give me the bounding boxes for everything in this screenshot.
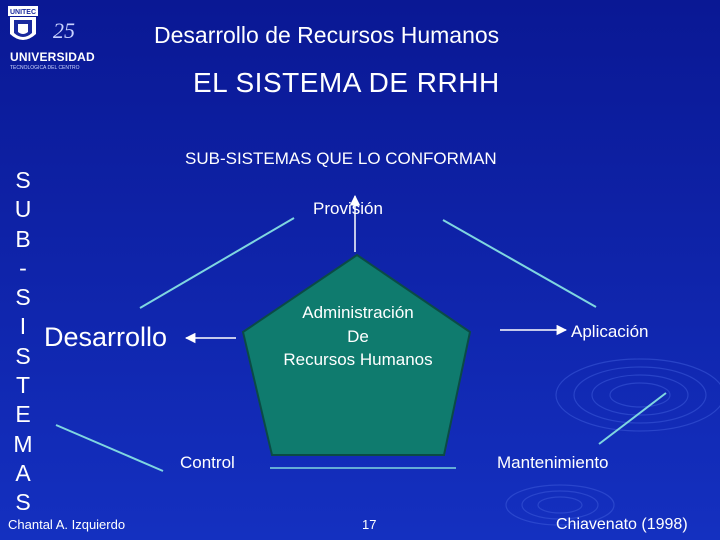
center-label-line2: De	[347, 327, 369, 346]
center-label-line3: Recursos Humanos	[283, 350, 433, 369]
connector-provision-aplicacion	[442, 219, 597, 308]
node-control: Control	[180, 453, 235, 472]
side-letter: M	[13, 430, 33, 457]
side-letter: U	[14, 196, 32, 223]
logo-text: UNIVERSIDAD	[10, 50, 95, 64]
footer-citation: Chiavenato (1998)	[556, 516, 688, 533]
side-letter: -	[19, 254, 27, 281]
footer-author: Chantal A. Izquierdo	[8, 517, 126, 532]
university-logo: UNITEC 25 UNIVERSIDAD TECNOLOGICA DEL CE…	[4, 4, 100, 72]
connector-desarrollo-provision	[139, 217, 295, 309]
water-ripple-decoration	[505, 358, 720, 526]
side-letter: S	[15, 284, 31, 311]
slide-subtitle: EL SISTEMA DE RRHH	[193, 67, 500, 98]
connector-desarrollo-control	[55, 424, 164, 472]
side-letter: I	[19, 313, 27, 340]
svg-text:UNITEC: UNITEC	[10, 9, 36, 16]
node-provision: Provisión	[313, 199, 383, 218]
side-letter: T	[15, 372, 31, 399]
side-letter: S	[15, 489, 31, 516]
logo-subtext: TECNOLOGICA DEL CENTRO	[10, 65, 80, 71]
side-letter: S	[15, 167, 31, 193]
side-letter: B	[15, 225, 31, 252]
center-pentagon	[241, 253, 472, 456]
diagram-heading: SUB-SISTEMAS QUE LO CONFORMAN	[185, 149, 497, 168]
node-mantenimiento: Mantenimiento	[497, 453, 609, 472]
side-letter: A	[15, 459, 31, 486]
footer-page-number: 17	[362, 517, 377, 532]
connector-aplicacion-mantenimiento	[598, 392, 667, 445]
unitec-shield-icon: UNITEC 25	[8, 6, 75, 43]
vertical-subsistemas-label: S U B - S I S T E M A S	[8, 166, 38, 518]
side-letter: S	[15, 342, 31, 369]
slide-title: Desarrollo de Recursos Humanos	[154, 22, 500, 48]
node-aplicacion: Aplicación	[571, 322, 649, 341]
center-label-line1: Administración	[302, 303, 414, 322]
node-desarrollo: Desarrollo	[44, 322, 168, 352]
side-letter: E	[15, 401, 31, 428]
svg-text:25: 25	[53, 18, 75, 43]
